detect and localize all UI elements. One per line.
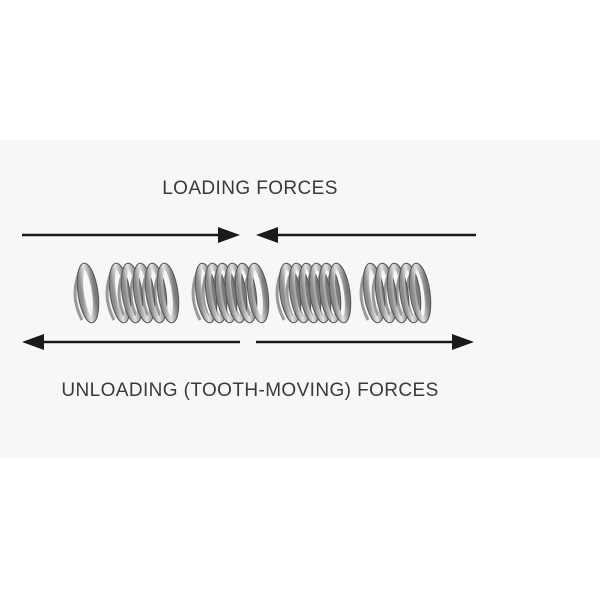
coil-loop-outline [120,262,144,324]
coil-loop [409,263,431,323]
unloading-arrow-left [22,334,240,350]
coil-loop-outline [374,262,398,324]
loading-arrow-right [256,227,476,243]
coil-loop [77,263,99,323]
coil-spring-icon [73,262,432,324]
loading-forces-label: LOADING FORCES [162,178,338,199]
coil-loop [279,263,301,323]
coil-loop-outline [224,262,248,324]
coil-loop-outline [386,262,410,324]
unloading-forces-label: UNLOADING (TOOTH-MOVING) FORCES [61,380,439,401]
coil-loop [399,263,421,323]
coil-loop-outline [132,262,156,324]
coil-loop [309,263,331,323]
coil-loop-outline [156,262,180,324]
coil-loop [329,263,351,323]
coil-loop-outline [362,262,386,324]
coil-loop [299,263,321,323]
coil-loop [157,263,179,323]
coil-loop-outline [234,262,258,324]
coil-loop [205,263,227,323]
coil-loop-outline [108,262,132,324]
coil-loop [319,263,341,323]
coil-loop-outline [246,262,270,324]
coil-loop-outline [408,262,432,324]
coil-loop-outline [318,262,342,324]
coil-loop-outline [144,262,168,324]
coil-loop-outline [398,262,422,324]
coil-loop [247,263,269,323]
loading-arrow-left [22,227,240,243]
coil-loop [225,263,247,323]
coil-loop-outline [76,262,100,324]
coil-loop-outline [328,262,352,324]
unloading-arrow-right [256,334,474,350]
coil-loop [195,263,217,323]
coil-loop [215,263,237,323]
coil-loop [289,263,311,323]
